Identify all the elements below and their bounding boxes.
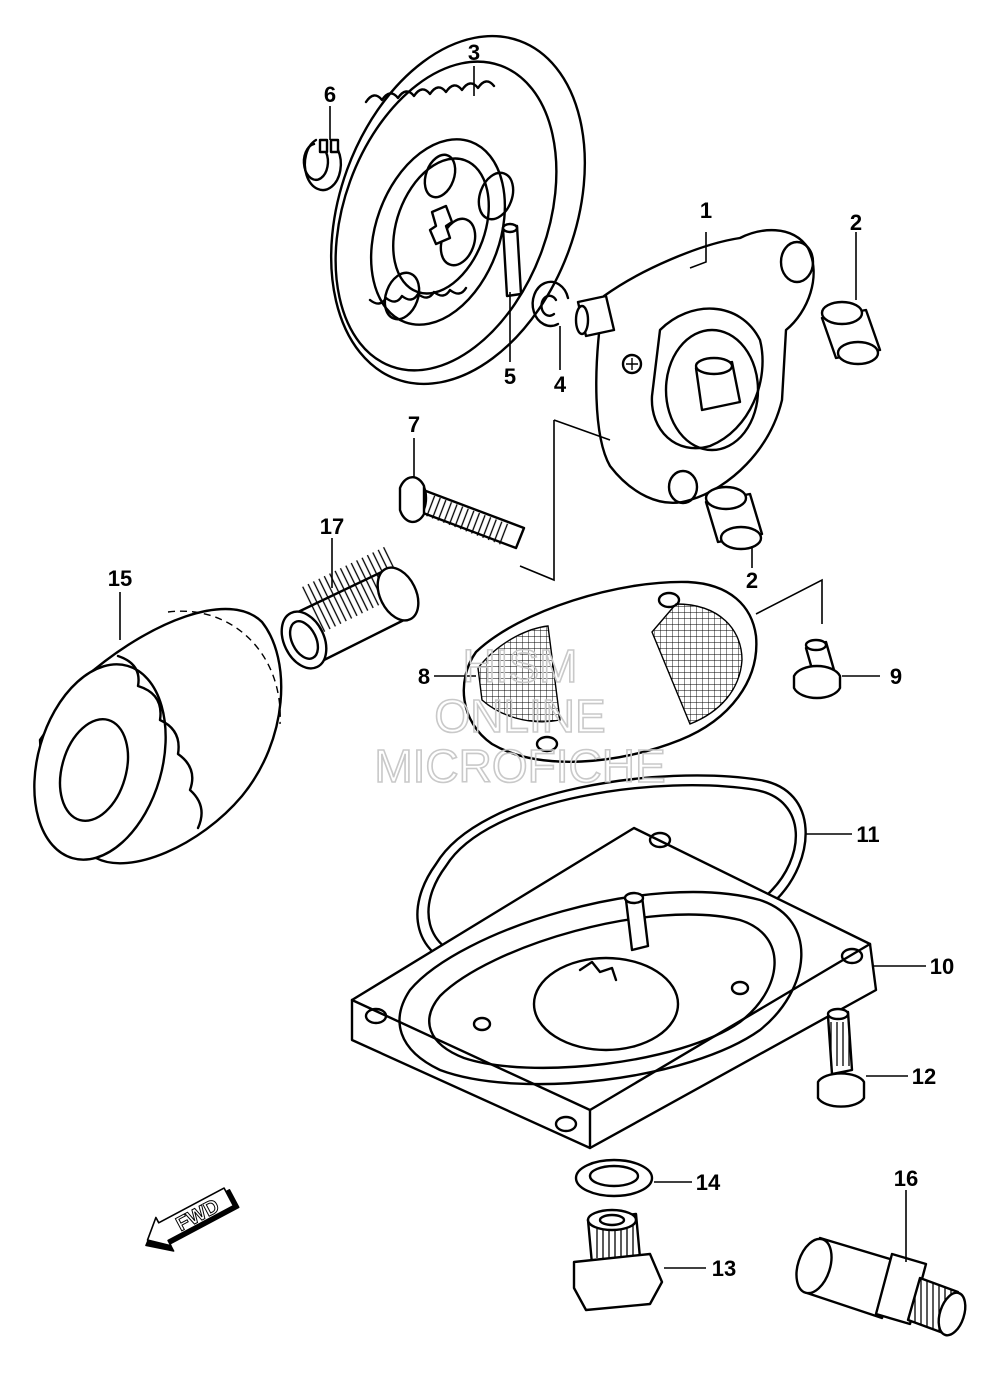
callout-7: 7: [408, 412, 420, 437]
fwd-arrow-icon: FWD: [145, 1187, 240, 1252]
callout-8: 8: [418, 664, 430, 689]
callout-6: 6: [324, 82, 336, 107]
callout-10: 10: [930, 954, 954, 979]
part-8-oil-strainer: [462, 580, 758, 763]
watermark: HISM ONLINE MICROFICHE: [374, 639, 667, 793]
part-5-pin: [501, 222, 523, 298]
callout-17: 17: [320, 514, 344, 539]
part-10-oil-pan: [350, 826, 878, 1150]
callout-1: 1: [700, 198, 712, 223]
part-6-circlip: [302, 138, 342, 192]
callout-2-upper: 2: [850, 210, 862, 235]
part-15-oil-filter: [33, 607, 283, 865]
callout-14: 14: [696, 1170, 721, 1195]
callout-2-lower: 2: [746, 568, 758, 593]
callout-3: 3: [468, 40, 480, 65]
callout-12: 12: [912, 1064, 936, 1089]
watermark-line-3: MICROFICHE: [374, 740, 665, 792]
callout-13: 13: [712, 1256, 736, 1281]
callout-4: 4: [554, 372, 567, 397]
leader-lines: [119, 66, 926, 1269]
part-17-oil-filter-union: [280, 545, 420, 670]
part-3-oil-pump-driven-gear: [329, 34, 587, 386]
watermark-line-1: HISM: [463, 640, 578, 692]
part-2-dowel-pin-upper: [820, 300, 882, 366]
callout-9: 9: [890, 664, 902, 689]
part-7-bolt: [398, 476, 526, 550]
part-13-drain-plug: [572, 1208, 664, 1312]
part-2-dowel-pin-lower: [704, 485, 764, 551]
callout-16: 16: [894, 1166, 918, 1191]
callout-15: 15: [108, 566, 132, 591]
part-4-e-clip: [531, 280, 570, 328]
callout-5: 5: [504, 364, 516, 389]
part-16-oil-pressure-switch: [795, 1236, 967, 1337]
part-14-gasket: [574, 1158, 654, 1198]
watermark-line-2: ONLINE: [434, 690, 605, 742]
part-9-bolt: [792, 638, 842, 700]
part-12-bolt: [816, 1007, 866, 1108]
callout-numbers: 1 2 2 3 4 5 6 7 8 9 10 11 12 13 14 15 16…: [108, 40, 954, 1281]
callout-11: 11: [856, 822, 879, 847]
part-1-oil-pump-assembly: [574, 229, 815, 505]
